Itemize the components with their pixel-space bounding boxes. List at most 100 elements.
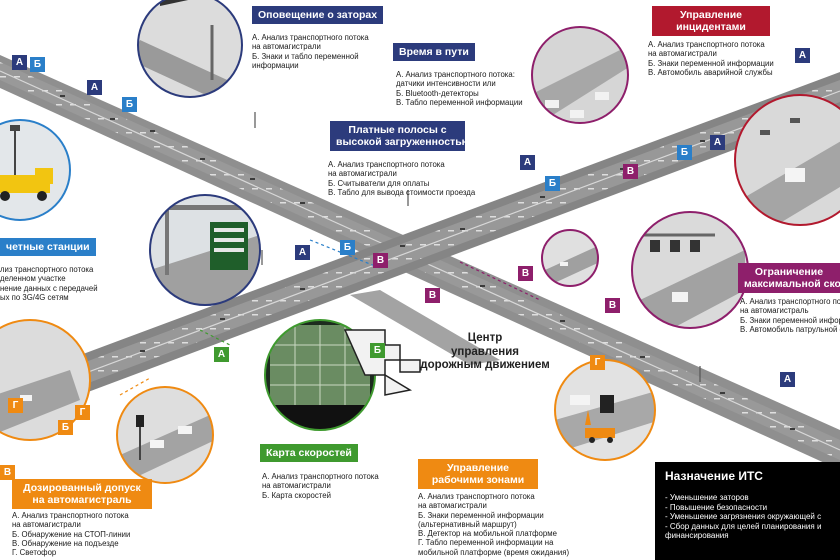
circle-incidents [531,26,629,124]
circle-jams [137,0,243,98]
desc-stations-item: лиз транспортного потока [0,265,94,274]
marker-b: Б [545,176,560,191]
desc-workzones-item: Г. Табло переменной информации на [418,538,554,548]
label-work-zones: Управление рабочими зонами [418,459,538,489]
marker-v: В [518,266,533,281]
ramp-road [350,290,500,365]
label-travel-line: Время в пути [399,46,469,58]
desc-travel-item: датчики интенсивности или [396,79,496,89]
label-workzones-line: рабочими зонами [431,474,525,486]
desc-workzones-item: (альтернативный маршрут) [418,519,517,529]
marker-a: А [795,48,810,63]
desc-toll-item: А. Анализ транспортного потока [328,160,445,169]
purpose-item: финансирования [665,531,729,541]
circle-sensor [541,229,599,287]
desc-speed-limit: А. Анализ транспортного потока на автома… [740,297,840,334]
label-incidents: Управление инцидентами [652,6,770,36]
desc-travel-item: Б. Bluetooth-детекторы [396,88,479,98]
marker-a: А [295,245,310,260]
desc-travel-item: В. Табло переменной информации [396,97,523,107]
desc-ramp-item: Г. Светофор [12,548,57,558]
marker-v: В [425,288,440,303]
desc-speedlimit-item: на автомагистраль [740,306,809,316]
desc-ramp-metering: А. Анализ транспортного потока на автома… [12,511,130,557]
label-speedlimit-line: Ограничение [754,266,824,278]
desc-workzones-item: мобильной платформе (время ожидания) [418,547,570,557]
desc-toll-item: В. Табло для вывода стоимости проезда [328,187,476,197]
circle-toll [149,194,261,306]
purpose-title: Назначение ИТС [665,469,763,483]
label-jams-line: Оповещение о заторах [258,9,378,21]
desc-jams-item: А. Анализ транспортного потока [252,33,369,42]
control-center-title: Центр управления дорожным движением [410,332,560,373]
label-counting-stations: четные станции [0,238,96,256]
label-speed-map: Карта скоростей [260,444,358,462]
marker-g: Г [8,398,23,413]
marker-a: А [12,55,27,70]
marker-v: В [623,164,638,179]
label-incidents-line: инцидентами [676,21,746,33]
desc-work-zones: А. Анализ транспортного потока на автома… [418,492,569,557]
control-center-title-line: дорожным движением [420,359,550,371]
desc-ramp-item: А. Анализ транспортного потока [12,511,129,520]
label-jams: Оповещение о заторах [252,6,384,24]
label-speedmap-line: Карта скоростей [266,447,352,459]
marker-g: Г [590,355,605,370]
desc-workzones-item: В. Детектор на мобильной платформе [418,529,557,539]
desc-workzones-item: на автомагистрали [418,501,487,511]
circle-counting-station [0,119,71,221]
desc-ramp-item: Б. Обнаружение на СТОП-линии [12,529,131,539]
label-ramp-metering: Дозированный допуск на автомагистраль [12,479,152,509]
desc-speedlimit-item: А. Анализ транспортного потока [740,297,840,306]
desc-workzones-item: Б. Знаки переменной информации [418,510,544,520]
circle-incident-vehicle [734,94,840,226]
desc-ramp-item: В. Обнаружение на подъезде [12,538,119,548]
marker-a: А [87,80,102,95]
desc-speedmap-item: А. Анализ транспортного потока [262,472,379,481]
control-center-title-line: Центр [467,332,503,344]
circle-left-bottom [0,319,91,441]
marker-b: Б [30,57,45,72]
desc-jams-item: на автомагистрали [252,42,321,52]
marker-v: В [373,253,388,268]
its-purpose-panel: Назначение ИТС - Уменьшение заторов - По… [655,462,840,560]
label-toll-line: Платные полосы с [348,124,447,136]
marker-a: А [214,347,229,362]
circle-ramp-metering [116,386,214,484]
marker-a: А [780,372,795,387]
marker-b: Б [677,145,692,160]
desc-incidents: А. Анализ транспортного потока на автома… [648,40,774,77]
marker-b: Б [122,97,137,112]
purpose-item: - Сбор данных для целей планирования и [665,521,822,531]
desc-toll-item: на автомагистрали [328,169,397,179]
desc-speedlimit-item: Б. Знаки переменной информации [740,315,840,325]
circle-speed-map [264,319,376,431]
marker-a: А [710,135,725,150]
label-travel-time: Время в пути [393,43,475,61]
label-ramp-line: на автомагистраль [32,494,132,506]
desc-speedlimit-item: В. Автомобиль патрульной с [740,324,840,334]
marker-v: В [605,298,620,313]
purpose-item: - Уменьшение загрязнения окружающей с [665,512,822,522]
label-toll-line: высокой загруженностью [336,136,471,148]
marker-b: Б [340,240,355,255]
circle-speed-limit [631,211,749,329]
purpose-item: - Повышение безопасности [665,502,768,512]
desc-travel-time: А. Анализ транспортного потока: датчики … [396,70,523,107]
desc-jams: А. Анализ транспортного потока на автома… [252,33,369,70]
desc-toll-item: Б. Считыватели для оплаты [328,178,430,188]
label-toll-lanes: Платные полосы с высокой загруженностью [330,121,471,151]
label-ramp-line: Дозированный допуск [23,482,141,494]
marker-g: Г [75,405,90,420]
desc-toll-lanes: А. Анализ транспортного потока на автома… [328,160,475,197]
desc-jams-item: информации [252,60,299,70]
label-incidents-line: Управление [679,9,743,21]
desc-incidents-item: на автомагистрали [648,49,717,59]
desc-incidents-item: В. Автомобиль аварийной службы [648,67,773,77]
desc-speedmap-item: на автомагистрали [262,481,331,491]
desc-speed-map: А. Анализ транспортного потока на автома… [262,472,379,500]
desc-travel-item: А. Анализ транспортного потока: [396,70,515,79]
circle-work-zone [554,359,656,461]
marker-b: Б [58,420,73,435]
